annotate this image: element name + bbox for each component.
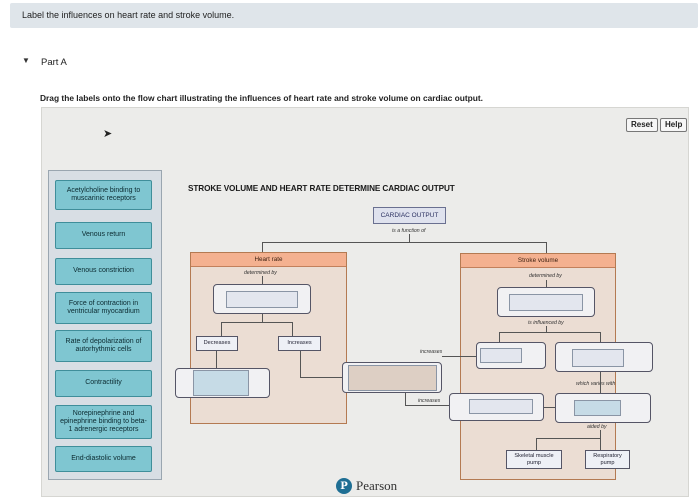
drop-well[interactable] xyxy=(193,370,249,396)
drop-target-sv-left[interactable] xyxy=(476,342,546,369)
triangle-down-icon[interactable]: ▼ xyxy=(22,56,30,65)
is-function-of-text: is a function of xyxy=(392,228,426,234)
pearson-wordmark: Pearson xyxy=(356,478,398,493)
connector xyxy=(262,314,263,322)
question-banner: Label the influences on heart rate and s… xyxy=(10,3,698,28)
connector xyxy=(546,242,547,253)
instructions: Drag the labels onto the flow chart illu… xyxy=(40,93,484,103)
drop-well[interactable] xyxy=(572,349,624,367)
increases-text-1: increases xyxy=(420,349,443,355)
part-label[interactable]: Part A xyxy=(41,57,67,68)
increases-text-2: increases xyxy=(418,398,441,404)
label-contractility[interactable]: Contractility xyxy=(55,370,152,397)
pearson-logo: P Pearson xyxy=(336,478,397,494)
hr-determined-by-text: determined by xyxy=(244,270,277,276)
drop-target-increases[interactable] xyxy=(342,362,442,393)
connector xyxy=(292,322,293,336)
connector xyxy=(300,351,301,377)
connector xyxy=(262,242,547,243)
cardiac-output-node: CARDIAC OUTPUT xyxy=(373,207,446,224)
connector xyxy=(536,438,601,439)
connector xyxy=(600,372,601,393)
pearson-p-icon: P xyxy=(336,478,352,494)
drop-well[interactable] xyxy=(480,348,522,363)
question-text: Label the influences on heart rate and s… xyxy=(22,10,235,20)
drop-well[interactable] xyxy=(574,400,621,416)
drop-target-decreases[interactable] xyxy=(175,368,270,398)
label-acetylcholine[interactable]: Acetylcholine binding to muscarinic rece… xyxy=(55,180,152,210)
connector xyxy=(546,280,547,287)
connector xyxy=(544,407,555,408)
connector xyxy=(221,322,222,336)
chart-title: STROKE VOLUME AND HEART RATE DETERMINE C… xyxy=(188,184,455,193)
label-force-of-contraction[interactable]: Force of contraction in ventricular myoc… xyxy=(55,292,152,324)
drop-target-sv-right[interactable] xyxy=(555,342,653,372)
is-influenced-by-text: is influenced by xyxy=(528,320,564,326)
drop-well[interactable] xyxy=(226,291,298,308)
sv-determined-by-text: determined by xyxy=(529,273,562,279)
connector xyxy=(216,351,217,368)
connector xyxy=(600,438,601,450)
drop-well[interactable] xyxy=(509,294,583,311)
connector xyxy=(300,377,344,378)
connector xyxy=(409,234,410,242)
heart-rate-header: Heart rate xyxy=(191,253,346,267)
connector xyxy=(546,326,547,332)
drop-target-stroke-volume[interactable] xyxy=(497,287,595,317)
drop-target-sv-lower-right[interactable] xyxy=(555,393,651,423)
drop-target-heart-rate[interactable] xyxy=(213,284,311,314)
skeletal-muscle-pump-node: Skeletal muscle pump xyxy=(506,450,562,469)
connector xyxy=(536,438,537,450)
connector xyxy=(499,332,500,342)
label-venous-return[interactable]: Venous return xyxy=(55,222,152,249)
stroke-volume-header: Stroke volume xyxy=(461,254,615,268)
label-norepinephrine[interactable]: Norepinephrine and epinephrine binding t… xyxy=(55,405,152,439)
drop-well[interactable] xyxy=(348,365,437,391)
which-varies-with-text: which varies with xyxy=(576,381,616,387)
connector xyxy=(262,276,263,284)
drop-target-sv-lower-left[interactable] xyxy=(449,393,544,421)
connector xyxy=(600,332,601,342)
connector xyxy=(221,322,293,323)
connector xyxy=(405,393,406,405)
label-venous-constriction[interactable]: Venous constriction xyxy=(55,258,152,285)
connector xyxy=(442,356,476,357)
cursor-arrow-icon: ➤ xyxy=(103,128,113,140)
decreases-node: Decreases xyxy=(196,336,238,351)
aided-by-text: aided by xyxy=(587,424,607,430)
connector xyxy=(262,242,263,252)
help-button[interactable]: Help xyxy=(660,118,688,132)
connector xyxy=(405,405,449,406)
label-end-diastolic-volume[interactable]: End-diastolic volume xyxy=(55,446,152,472)
drop-well[interactable] xyxy=(469,399,533,414)
reset-button[interactable]: Reset xyxy=(626,118,658,132)
label-rate-of-depolarization[interactable]: Rate of depolarization of autorhythmic c… xyxy=(55,330,152,362)
increases-hr-node: Increases xyxy=(278,336,321,351)
connector xyxy=(499,332,601,333)
respiratory-pump-node: Respiratory pump xyxy=(585,450,630,469)
connector xyxy=(600,430,601,438)
